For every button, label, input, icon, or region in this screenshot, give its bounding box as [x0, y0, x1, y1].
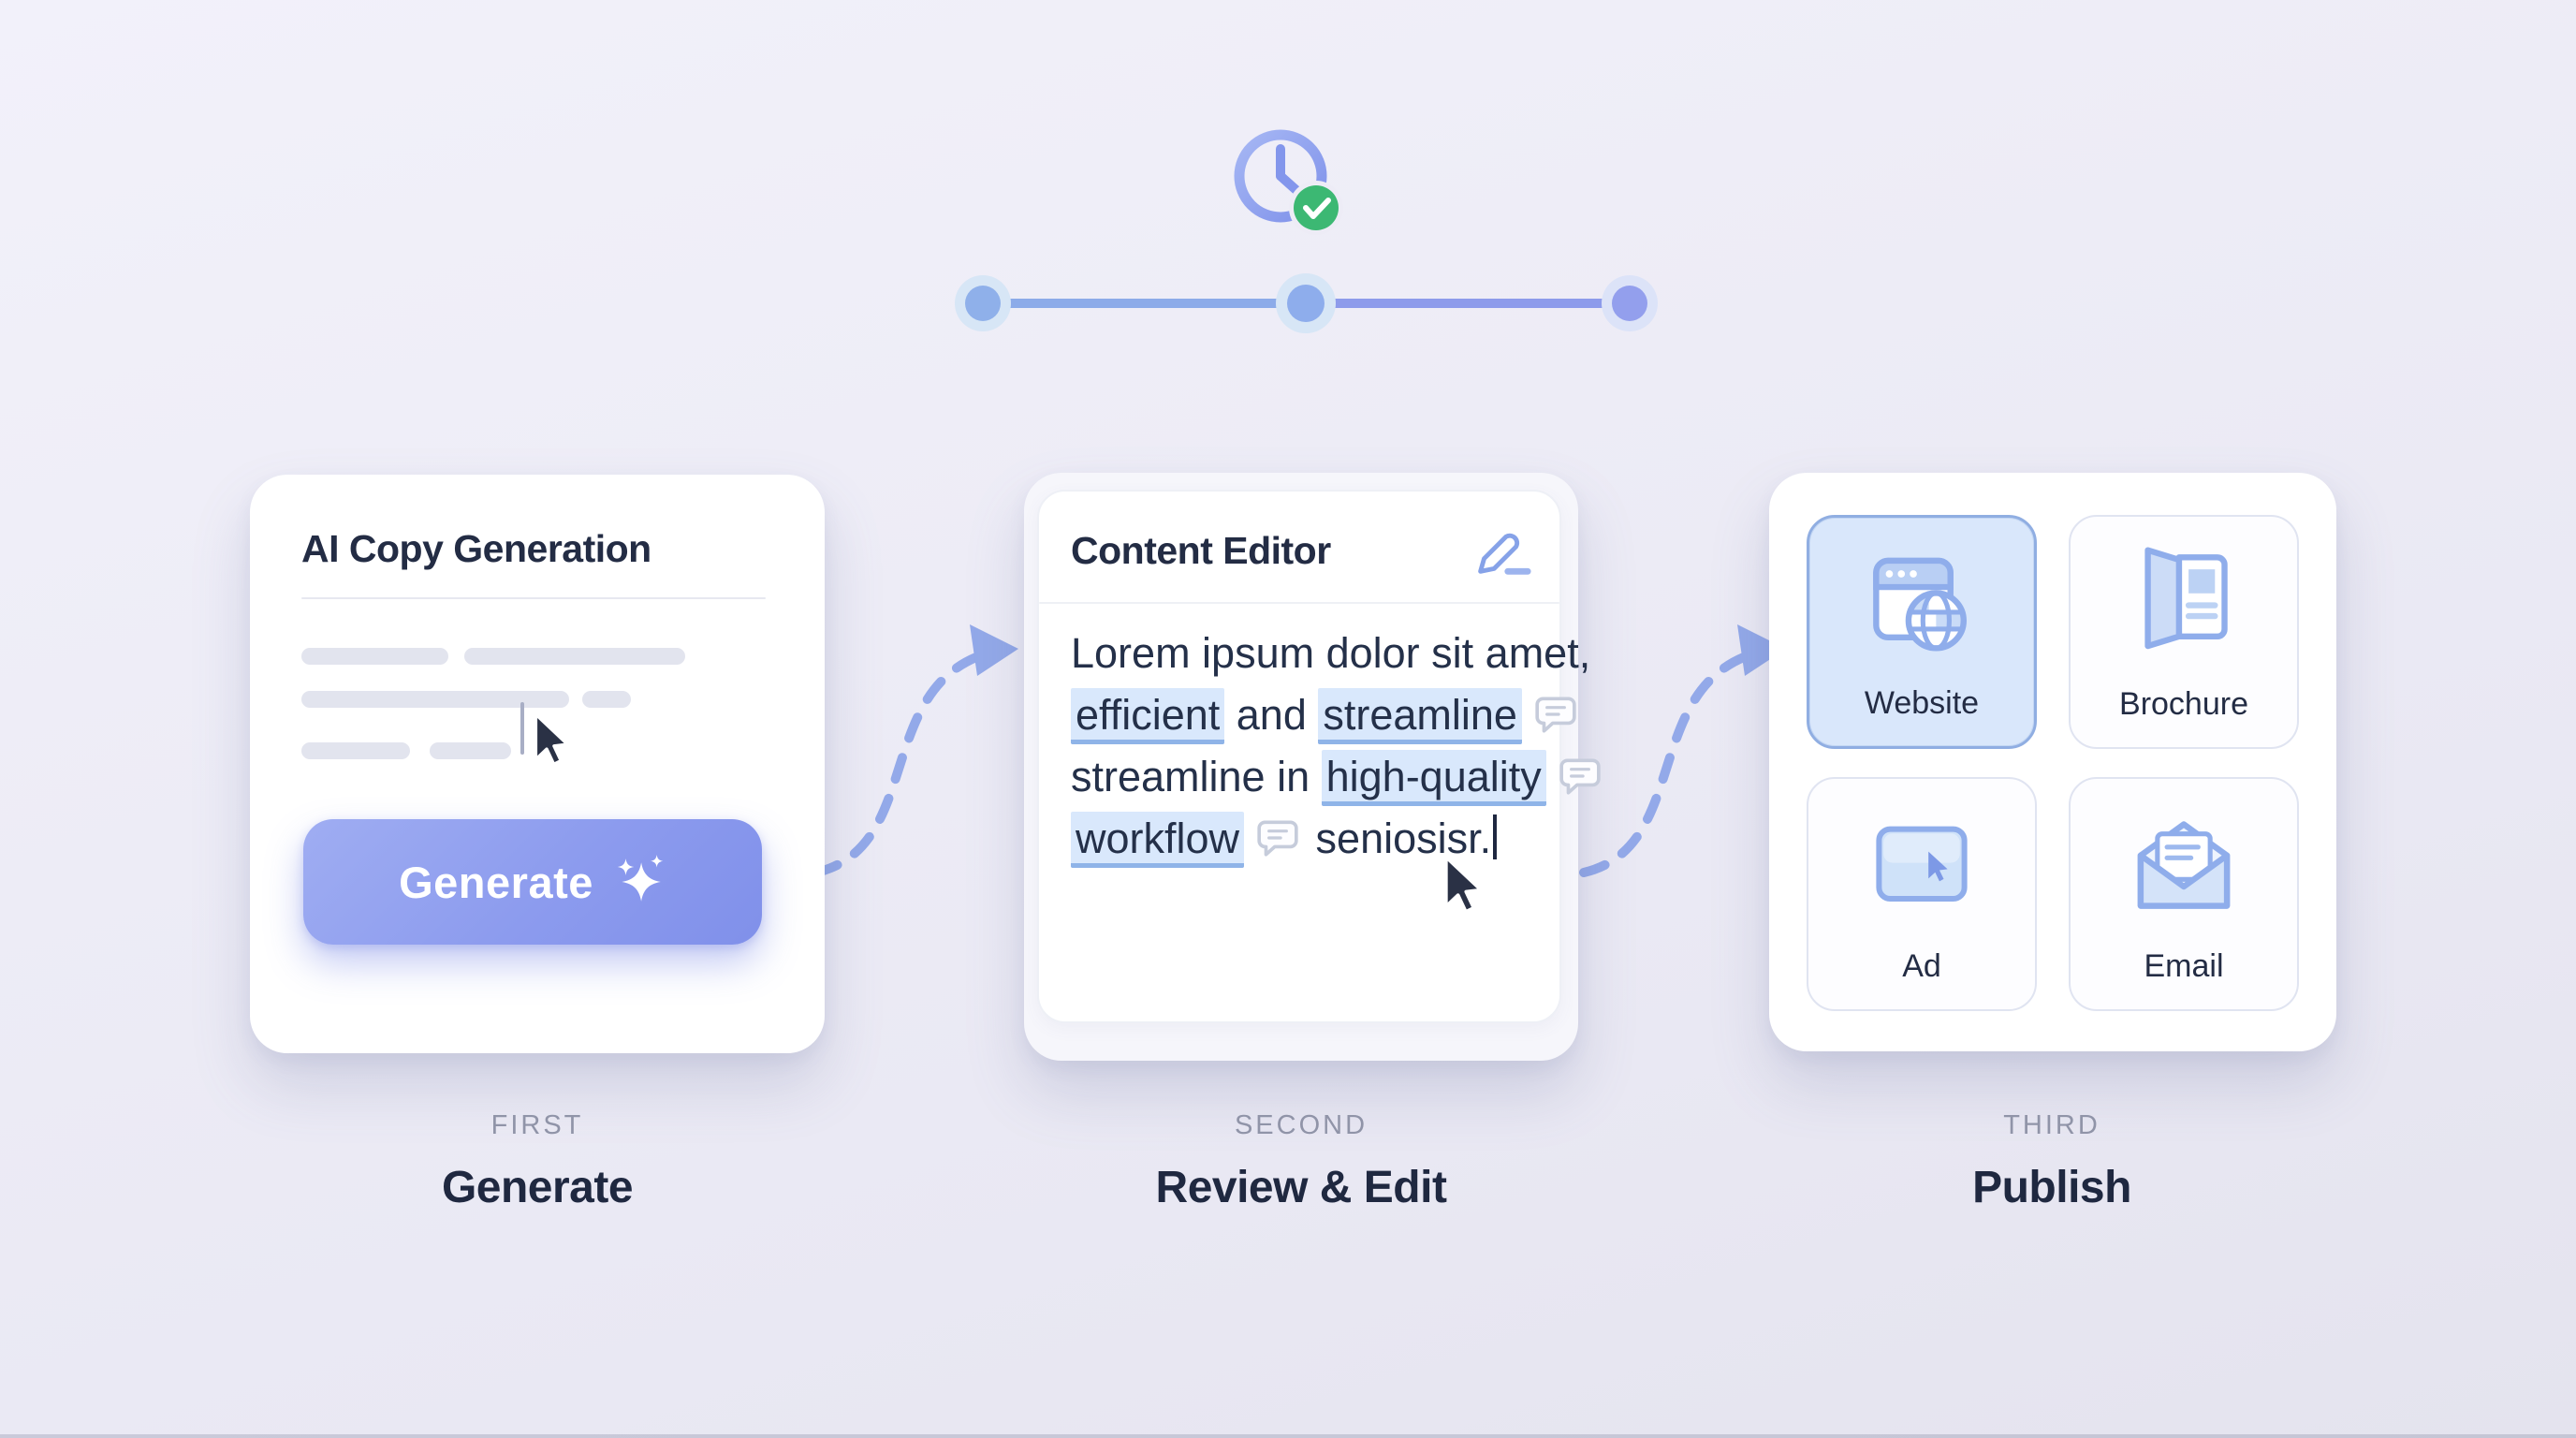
mouse-pointer	[530, 712, 571, 768]
publish-tile-email[interactable]: Email	[2069, 777, 2299, 1011]
publish-tile-ad[interactable]: Ad	[1807, 777, 2037, 1011]
card2-title: Content Editor	[1071, 529, 1331, 572]
comment-bubble-icon[interactable]	[1558, 756, 1603, 797]
step-label-first: FIRST Generate	[238, 1110, 837, 1213]
tile-label: Website	[1864, 685, 1980, 721]
email-icon	[2123, 805, 2245, 925]
skeleton-line	[582, 691, 631, 708]
comment-bubble-icon[interactable]	[1533, 694, 1578, 735]
website-icon	[1861, 544, 1983, 664]
editor-line-2: efficient and streamline	[1071, 684, 1576, 746]
brochure-icon	[2123, 543, 2245, 663]
highlighted-word: workflow	[1071, 812, 1245, 868]
step-title: Publish	[1972, 1163, 2131, 1212]
sparkles-icon	[612, 855, 666, 909]
ad-icon	[1866, 820, 1978, 910]
generate-button-label: Generate	[399, 857, 593, 907]
step-eyebrow: FIRST	[490, 1110, 584, 1140]
skeleton-line	[301, 691, 569, 708]
highlighted-word: streamline	[1318, 688, 1522, 744]
publish-options-card: Website Brochure Ad	[1769, 473, 2336, 1051]
skeleton-line	[430, 742, 511, 759]
step-eyebrow: SECOND	[1234, 1110, 1368, 1140]
publish-tile-brochure[interactable]: Brochure	[2069, 515, 2299, 749]
card1-title: AI Copy Generation	[301, 527, 651, 570]
tile-label: Ad	[1902, 948, 1941, 984]
text-caret	[520, 702, 524, 755]
card1-divider	[301, 597, 766, 599]
editor-line-1: Lorem ipsum dolor sit amet,	[1071, 629, 1591, 677]
comment-bubble-icon[interactable]	[1255, 817, 1300, 858]
progress-dot-2	[1287, 285, 1325, 322]
bottom-edge	[0, 1434, 2576, 1438]
editor-text[interactable]: Lorem ipsum dolor sit amet, efficient an…	[1071, 623, 1601, 870]
highlighted-word: efficient	[1071, 688, 1225, 744]
step-title: Generate	[441, 1163, 634, 1212]
content-editor-card: Content Editor Lorem ipsum dolor sit ame…	[1024, 473, 1601, 1061]
step-label-third: THIRD Publish	[1752, 1110, 2351, 1213]
step-eyebrow: THIRD	[2003, 1110, 2100, 1140]
mouse-pointer	[1440, 854, 1485, 916]
skeleton-line	[464, 648, 685, 665]
tile-label: Email	[2144, 948, 2224, 984]
text-caret	[1493, 814, 1498, 859]
generate-button[interactable]: Generate	[303, 819, 762, 945]
highlighted-word: high-quality	[1321, 750, 1546, 806]
publish-tile-website[interactable]: Website	[1807, 515, 2037, 749]
skeleton-line	[301, 742, 410, 759]
card2-divider	[1039, 602, 1559, 604]
edit-pencil-icon[interactable]	[1468, 518, 1533, 580]
editor-line-3: streamline in high-quality	[1071, 746, 1601, 808]
progress-dot-1	[965, 286, 1001, 321]
editor-line-4: workflow seniosisr.	[1071, 808, 1539, 870]
progress-dot-3	[1612, 286, 1647, 321]
clock-done-icon	[1217, 122, 1357, 245]
progress-timeline	[927, 253, 1694, 356]
step-label-second: SECOND Review & Edit	[1002, 1110, 1601, 1213]
step-title: Review & Edit	[1155, 1163, 1447, 1212]
ai-copy-generation-card: AI Copy Generation Generate	[250, 475, 825, 1053]
tile-label: Brochure	[2119, 686, 2248, 722]
skeleton-line	[301, 648, 448, 665]
